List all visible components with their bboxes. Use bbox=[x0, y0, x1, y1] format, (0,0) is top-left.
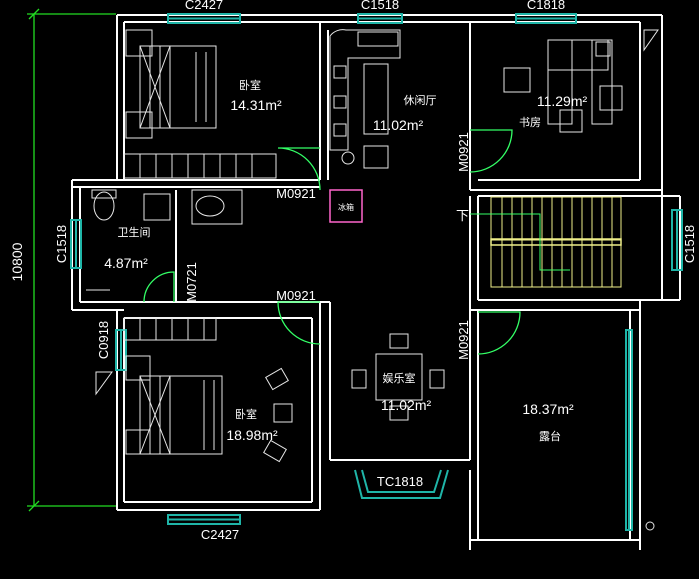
fridge-label: 冰箱 bbox=[338, 202, 354, 212]
stair bbox=[490, 196, 622, 288]
room-entertainment-name: 娱乐室 bbox=[383, 371, 416, 385]
dimension-line bbox=[27, 8, 116, 512]
door-bedroom-top-label: M0921 bbox=[276, 186, 316, 201]
window-bottom-left-label: C2427 bbox=[201, 527, 239, 542]
bathroom-fixtures bbox=[86, 189, 243, 291]
room-bedroom-bottom-area: 18.98m² bbox=[226, 427, 278, 443]
stair-direction-label: 下 bbox=[456, 208, 469, 223]
room-bedroom-top-area: 14.31m² bbox=[230, 97, 282, 113]
room-lounge-area: 11.02m² bbox=[373, 117, 424, 133]
room-study-area: 11.29m² bbox=[537, 93, 588, 109]
door-bedroom-bottom-label: M0921 bbox=[276, 288, 316, 303]
window-right-stair-label: C1518 bbox=[682, 225, 697, 263]
door-study-label: M0921 bbox=[456, 132, 471, 172]
window-top-left-label: C2427 bbox=[185, 0, 223, 12]
room-bathroom-area: 4.87m² bbox=[104, 255, 148, 271]
room-bedroom-top-name: 卧室 bbox=[239, 78, 261, 92]
room-lounge-name: 休闲厅 bbox=[404, 93, 437, 107]
door-bath-label: M0721 bbox=[184, 262, 199, 302]
terrace-drain-icon bbox=[645, 521, 655, 531]
window-left-bedroom-label: C0918 bbox=[96, 321, 111, 359]
stair-arrow bbox=[470, 213, 570, 271]
kitchen-counter bbox=[329, 29, 401, 169]
room-bedroom-bottom-name: 卧室 bbox=[235, 407, 257, 421]
wardrobe-top bbox=[123, 153, 277, 179]
bed-top bbox=[125, 29, 217, 139]
room-entertainment-area: 11.02m² bbox=[381, 397, 432, 413]
room-terrace-name: 露台 bbox=[539, 429, 561, 443]
study-furniture bbox=[503, 29, 659, 133]
window-bay-label: TC1818 bbox=[377, 474, 423, 489]
dimension-total-height: 10800 bbox=[9, 242, 25, 281]
window-top-right-label: C1818 bbox=[527, 0, 565, 12]
wardrobe-bottom bbox=[123, 317, 217, 341]
room-terrace-area: 18.37m² bbox=[522, 401, 574, 417]
bed-bottom bbox=[95, 355, 293, 463]
door-terrace-label: M0921 bbox=[456, 320, 471, 360]
window-top-middle-label: C1518 bbox=[361, 0, 399, 12]
game-table bbox=[351, 333, 445, 421]
doors bbox=[143, 129, 521, 355]
room-study-name: 书房 bbox=[519, 116, 541, 129]
room-bathroom-name: 卫生间 bbox=[118, 225, 151, 239]
windows bbox=[70, 13, 683, 531]
window-left-bath-label: C1518 bbox=[54, 225, 69, 263]
fridge-icon: 冰箱 bbox=[329, 189, 363, 223]
